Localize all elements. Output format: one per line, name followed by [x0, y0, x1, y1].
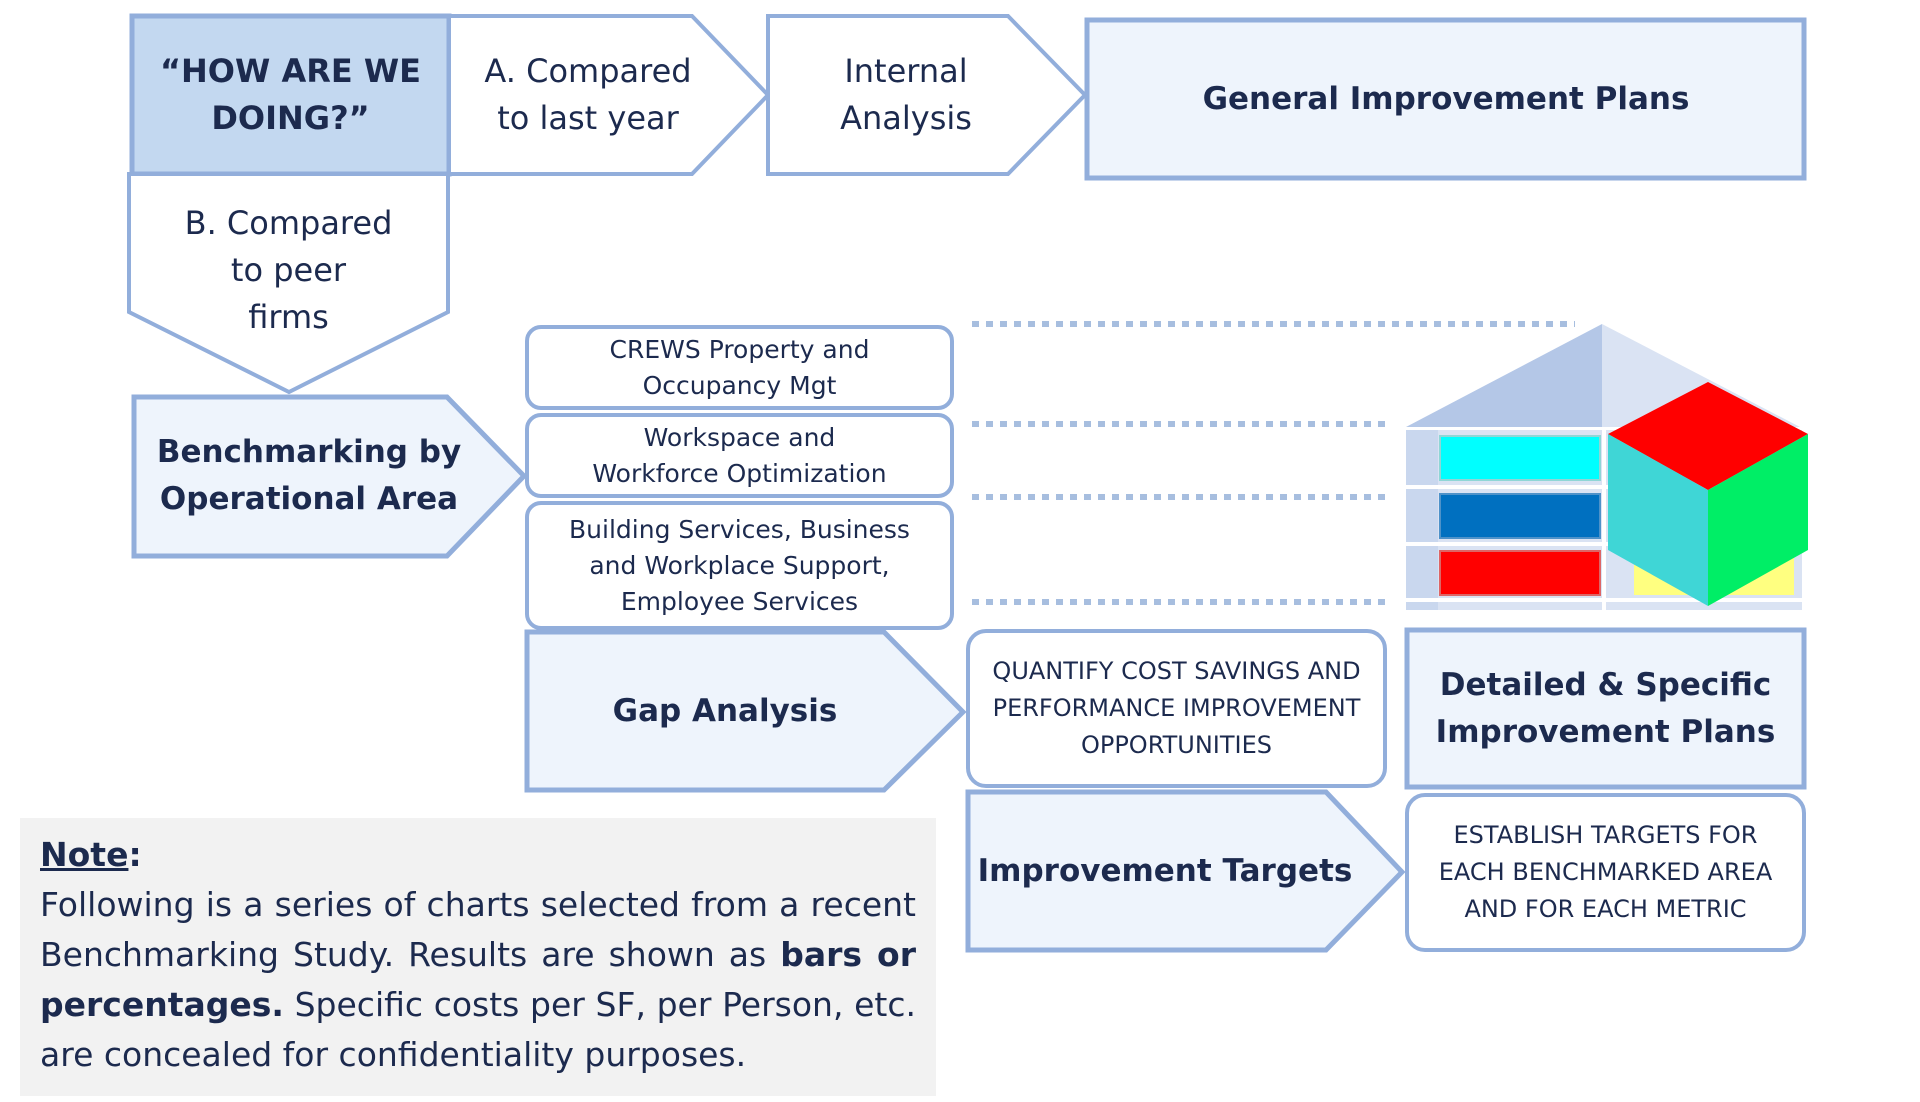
area-crews-label: CREWS Property and Occupancy Mgt	[609, 334, 870, 400]
establish-targets-box	[1405, 793, 1806, 952]
general-improvement-plans-label: General Improvement Plans	[1202, 80, 1690, 117]
detailed-plans-box	[1404, 627, 1807, 790]
compared-peer-firms-arrow	[127, 172, 450, 395]
detailed-plans-label: Detailed & Specific Improvement Plans	[1435, 666, 1776, 750]
internal-analysis-arrow	[766, 14, 1088, 176]
cube-icon	[1608, 382, 1808, 606]
compared-last-year-arrow	[447, 14, 771, 176]
benchmarking-label: Benchmarking by Operational Area	[156, 434, 462, 517]
how-line-1: “HOW ARE WE	[159, 52, 421, 90]
note-text-1: Following is a series of charts selected…	[40, 885, 916, 974]
benchmarking-arrow	[131, 394, 528, 559]
how-are-we-doing-label: “HOW ARE WE DOING?”	[132, 20, 449, 170]
note-text-2: Specific costs per SF, per Person, etc. …	[40, 985, 916, 1074]
area-building-services-label: Building Services, Business and Workplac…	[569, 514, 910, 616]
area-workspace-label: Workspace and Workforce Optimization	[592, 422, 887, 488]
note-bold-text: bars or percentages.	[40, 935, 916, 1024]
area-box-crews	[525, 325, 954, 410]
improvement-targets-label: Improvement Targets	[977, 852, 1353, 889]
compared-last-year-label: A. Compared to last year	[484, 52, 692, 137]
quantify-label: QUANTIFY COST SAVINGS AND PERFORMANCE IM…	[992, 657, 1361, 759]
dotted-connectors	[972, 321, 1575, 605]
note-heading-colon: :	[128, 835, 142, 874]
gap-analysis-arrow	[524, 629, 967, 793]
note-box: Note: Following is a series of charts se…	[20, 818, 936, 1096]
establish-targets-label: ESTABLISH TARGETS FOR EACH BENCHMARKED A…	[1438, 821, 1773, 923]
internal-analysis-label: Internal Analysis	[840, 52, 972, 137]
gap-analysis-label: Gap Analysis	[612, 692, 838, 729]
compared-peer-firms-label: B. Compared to peer firms	[184, 203, 393, 336]
area-box-workspace	[525, 413, 954, 498]
improvement-targets-arrow	[965, 789, 1406, 953]
quantify-box	[966, 629, 1387, 788]
how-line-2: DOING?”	[211, 99, 370, 137]
note-heading-text: Note	[40, 835, 129, 874]
area-box-building-services	[525, 501, 954, 630]
general-improvement-plans-box	[1084, 17, 1807, 181]
note-body: Following is a series of charts selected…	[40, 880, 916, 1080]
note-heading: Note:	[40, 830, 916, 880]
